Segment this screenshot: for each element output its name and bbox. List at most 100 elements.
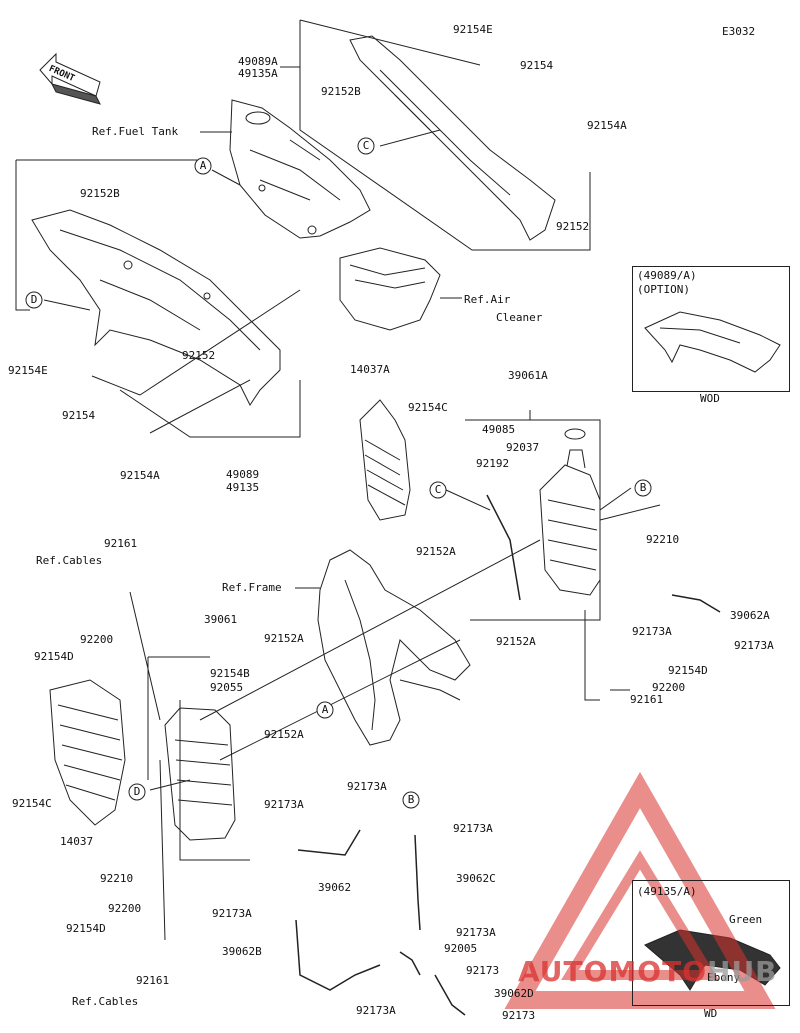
right-shroud-shape — [349, 35, 556, 241]
part-label: 92173A — [212, 907, 252, 920]
ref-label: Ref.Cables — [36, 554, 103, 567]
part-label: 39062B — [222, 945, 262, 958]
wd-inset-caption: WD — [704, 1007, 718, 1020]
callout-b-2: B — [407, 793, 415, 806]
option-inset-subtitle: (OPTION) — [637, 283, 690, 296]
callout-c: C — [362, 139, 370, 152]
part-label: 14037A — [350, 363, 390, 376]
part-label: 39061A — [508, 369, 548, 382]
watermark-logo — [504, 771, 776, 1009]
option-inset-title: (49089/A) — [637, 269, 697, 282]
callout-a-2: A — [321, 703, 329, 716]
front-arrow-icon — [39, 52, 101, 105]
part-label: 92154D — [66, 922, 106, 935]
part-label: 92152A — [264, 728, 304, 741]
part-label: 92161 — [136, 974, 170, 987]
part-label: 92055 — [210, 681, 244, 694]
part-label: 92210 — [646, 533, 680, 546]
radiator-shroud-14037a-shape — [359, 399, 411, 521]
part-label: 92154E — [8, 364, 48, 377]
part-label: 92173A — [734, 639, 774, 652]
part-label: 49089 — [226, 468, 260, 481]
wd-inset-title: (49135/A) — [637, 885, 697, 898]
callout-b: B — [639, 481, 647, 494]
part-label: 92037 — [506, 441, 540, 454]
part-label: 92173A — [264, 798, 304, 811]
callout-b-circle — [634, 479, 652, 497]
part-label: 49135A — [238, 67, 278, 80]
hoses-shape — [295, 494, 721, 1016]
ref-label: Cleaner — [496, 311, 543, 324]
frame-shape — [317, 549, 471, 746]
part-label: 92161 — [630, 693, 664, 706]
callout-a: A — [199, 159, 207, 172]
part-label: 92173 — [502, 1009, 536, 1022]
part-label: 92152 — [556, 220, 590, 233]
part-label: 92154D — [34, 650, 74, 663]
part-label: 92200 — [80, 633, 114, 646]
callout-b-circle-2 — [402, 791, 420, 809]
part-label: 92200 — [652, 681, 686, 694]
watermark-text-grey: HUB — [707, 955, 778, 988]
watermark-text: AUTOMOTOHUB — [518, 955, 778, 988]
part-label: 92154A — [120, 469, 160, 482]
part-label: 39061 — [204, 613, 238, 626]
part-label: 39062C — [456, 872, 496, 885]
part-label: 92152A — [416, 545, 456, 558]
part-label: 92173A — [347, 780, 387, 793]
callout-c-circle-2 — [429, 481, 447, 499]
part-label: 92154D — [668, 664, 708, 677]
wd-inset: (49135/A) Green Ebony — [632, 880, 790, 1006]
ref-label: Ref.Frame — [222, 581, 282, 594]
part-label: 92210 — [100, 872, 134, 885]
part-label: 92154C — [12, 797, 52, 810]
wd-inset-green: Green — [729, 913, 763, 926]
air-cleaner-shape — [339, 247, 441, 331]
watermark-text-red: AUTOMOTO — [518, 955, 708, 988]
part-label: 14037 — [60, 835, 94, 848]
part-label: 92154A — [587, 119, 627, 132]
part-label: 92173A — [356, 1004, 396, 1017]
part-label: 39062A — [730, 609, 770, 622]
part-label: 92173A — [632, 625, 672, 638]
part-label: 92161 — [104, 537, 138, 550]
part-label: 92154E — [453, 23, 493, 36]
part-label: 92154C — [408, 401, 448, 414]
part-label: 92152A — [496, 635, 536, 648]
part-label: 92152 — [182, 349, 216, 362]
diagram-id: E3032 — [722, 25, 756, 38]
part-label: 49085 — [482, 423, 516, 436]
left-shroud-shape — [31, 209, 281, 406]
option-shroud-shape — [644, 311, 781, 373]
callout-a-circle-2 — [316, 701, 334, 719]
callout-d-circle — [25, 291, 43, 309]
part-label: 92192 — [476, 457, 510, 470]
callout-c-circle — [357, 137, 375, 155]
part-label: 92154B — [210, 667, 250, 680]
part-label: 92200 — [108, 902, 142, 915]
callout-c-2: C — [434, 483, 442, 496]
option-inset: (49089/A) (OPTION) — [632, 266, 790, 392]
part-label: 49135 — [226, 481, 260, 494]
callout-d: D — [30, 293, 38, 306]
part-label: 92154 — [62, 409, 96, 422]
part-label: 92173A — [453, 822, 493, 835]
callout-d-circle-2 — [128, 783, 146, 801]
part-label: 39062D — [494, 987, 534, 1000]
part-label: 92152B — [321, 85, 361, 98]
ref-label: Ref.Fuel Tank — [92, 125, 179, 138]
part-label: 92173 — [466, 964, 500, 977]
part-label: 49089A — [238, 55, 278, 68]
ref-label: Ref.Air — [464, 293, 511, 306]
radiator-shroud-14037-shape — [49, 679, 126, 826]
callout-d-2: D — [133, 785, 141, 798]
part-label: 92154 — [520, 59, 554, 72]
callout-a-circle — [194, 157, 212, 175]
part-label: 92152B — [80, 187, 120, 200]
option-inset-caption: WOD — [700, 392, 720, 405]
ref-label: Ref.Cables — [72, 995, 139, 1008]
part-label: 92005 — [444, 942, 478, 955]
